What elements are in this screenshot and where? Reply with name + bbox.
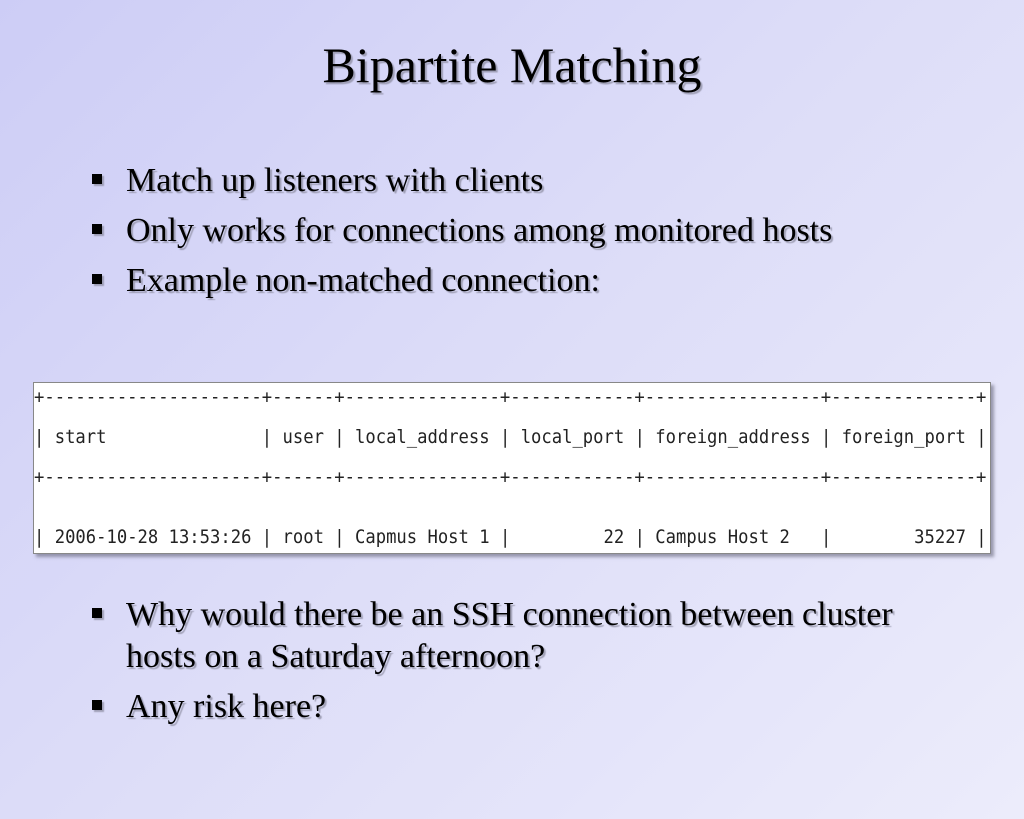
table-border: +---------------------+------+----------… [34, 466, 987, 488]
table-spacer [34, 447, 899, 467]
bullet-text: Example non-matched connection: [126, 262, 600, 299]
slide-title: Bipartite Matching [322, 37, 702, 93]
table-header-cell: foreign_address [655, 426, 811, 448]
ascii-table: +---------------------+------+----------… [34, 383, 987, 553]
connection-table: +---------------------+------+----------… [33, 382, 991, 554]
square-bullet-icon [92, 700, 102, 710]
table-header-cell: start [54, 426, 107, 448]
square-bullet-icon [92, 274, 102, 284]
bullet-text: Any risk here? [126, 688, 327, 725]
table-cell: Campus Host 2 [655, 526, 790, 548]
table-row: | 2006-10-28 13:53:26 | root | Capmus Ho… [34, 526, 987, 548]
bullet-item: Match up listeners with clients [88, 160, 918, 202]
table-header-cell: local_address [355, 426, 490, 448]
table-cell: 22 [603, 526, 625, 548]
table-header-row: | start | user | local_address | local_p… [34, 426, 987, 448]
table-cell: root [282, 526, 324, 548]
table-spacer [34, 407, 899, 427]
table-spacer [34, 487, 899, 507]
table-cell: 35227 [914, 526, 966, 548]
table-header-cell: user [282, 426, 324, 448]
bullet-list-top: Match up listeners with clients Only wor… [88, 160, 918, 310]
bullet-text: Why would there be an SSH connection bet… [126, 596, 893, 675]
table-spacer [34, 507, 899, 527]
table-cell: 2006-10-28 13:53:26 [54, 526, 252, 548]
bullet-item: Why would there be an SSH connection bet… [88, 594, 918, 678]
bullet-text: Only works for connections among monitor… [126, 212, 833, 249]
square-bullet-icon [92, 224, 102, 234]
table-header-cell: local_port [520, 426, 625, 448]
square-bullet-icon [92, 608, 102, 618]
table-cell: Capmus Host 1 [355, 526, 490, 548]
bullet-list-bottom: Why would there be an SSH connection bet… [88, 594, 918, 736]
table-header-cell: foreign_port [841, 426, 966, 448]
table-border: +---------------------+------+----------… [34, 386, 987, 408]
square-bullet-icon [92, 174, 102, 184]
bullet-item: Any risk here? [88, 686, 918, 728]
table-spacer [34, 547, 899, 553]
bullet-item: Example non-matched connection: [88, 260, 918, 302]
bullet-item: Only works for connections among monitor… [88, 210, 918, 252]
bullet-text: Match up listeners with clients [126, 162, 544, 199]
